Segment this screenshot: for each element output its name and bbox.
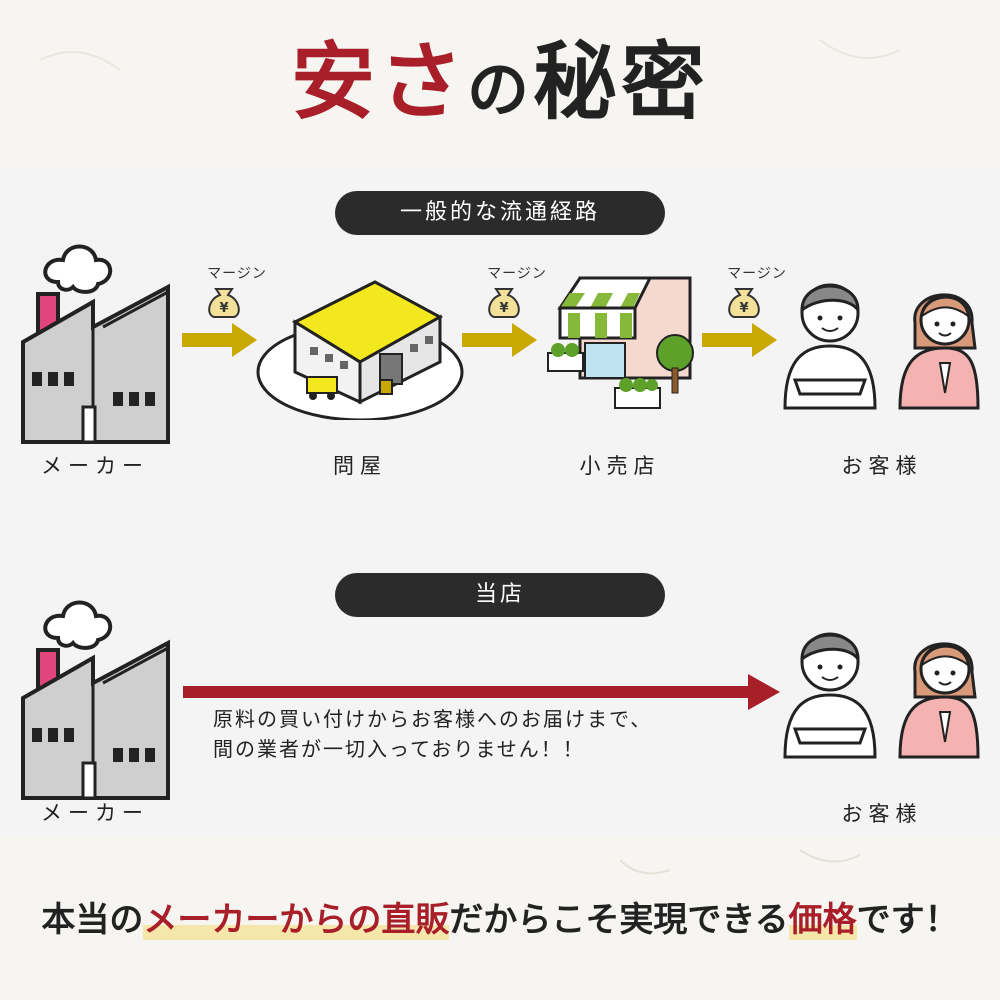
margin-label-2: マージン — [487, 266, 547, 282]
margin-label-1: マージン — [207, 266, 267, 282]
retailer-label: 小売店 — [579, 454, 661, 478]
page-title: 安さの秘密 — [0, 22, 1000, 150]
description-line-1: 原料の買い付けからお客様へのお届けまで、 — [213, 707, 653, 731]
title-part2: の — [466, 53, 533, 126]
customer-label-ours: お客様 — [841, 802, 923, 826]
margin-arrow-3: マージン ¥ — [702, 263, 812, 363]
maker-label-general: メーカー — [41, 454, 149, 478]
arrow-right-icon — [182, 323, 257, 357]
general-route-heading: 一般的な流通経路 — [335, 191, 665, 235]
description-line-2: 間の業者が一切入っておりません！！ — [213, 737, 585, 761]
tagline-highlight-2: 価格 — [788, 900, 857, 940]
money-bag-icon: ¥ — [488, 288, 520, 318]
margin-label-3: マージン — [727, 266, 787, 282]
tagline-after: です！ — [856, 900, 959, 940]
svg-text:¥: ¥ — [739, 301, 748, 316]
tagline-highlight-1: メーカーからの直販 — [143, 900, 450, 940]
factory-icon — [21, 244, 170, 444]
wholesaler-label: 問屋 — [333, 454, 387, 478]
maker-label-ours: メーカー — [41, 801, 149, 825]
svg-text:¥: ¥ — [499, 301, 508, 316]
arrow-right-icon — [702, 323, 777, 357]
customer-label-general: お客様 — [841, 454, 923, 478]
margin-arrow-1: マージン ¥ — [182, 263, 292, 363]
our-route-heading: 当店 — [335, 573, 665, 617]
title-part1: 安さ — [290, 32, 467, 131]
money-bag-icon: ¥ — [728, 288, 760, 318]
customers-icon — [783, 632, 980, 759]
arrow-right-icon — [462, 323, 537, 357]
money-bag-icon: ¥ — [208, 288, 240, 318]
tagline: 本当のメーカーからの直販だからこそ実現できる価格です！ — [0, 892, 1000, 941]
direct-arrow-icon — [183, 674, 780, 710]
warehouse-icon — [256, 280, 464, 420]
shop-icon — [547, 276, 694, 409]
customers-icon — [783, 283, 980, 410]
tagline-middle: だからこそ実現できる — [449, 900, 789, 940]
margin-arrow-2: マージン ¥ — [462, 263, 572, 363]
factory-icon — [21, 600, 170, 800]
svg-text:¥: ¥ — [219, 301, 228, 316]
tagline-before: 本当の — [41, 900, 144, 940]
title-part3: 秘密 — [533, 32, 710, 131]
direct-description: 原料の買い付けからお客様へのお届けまで、 間の業者が一切入っておりません！！ — [213, 704, 652, 764]
